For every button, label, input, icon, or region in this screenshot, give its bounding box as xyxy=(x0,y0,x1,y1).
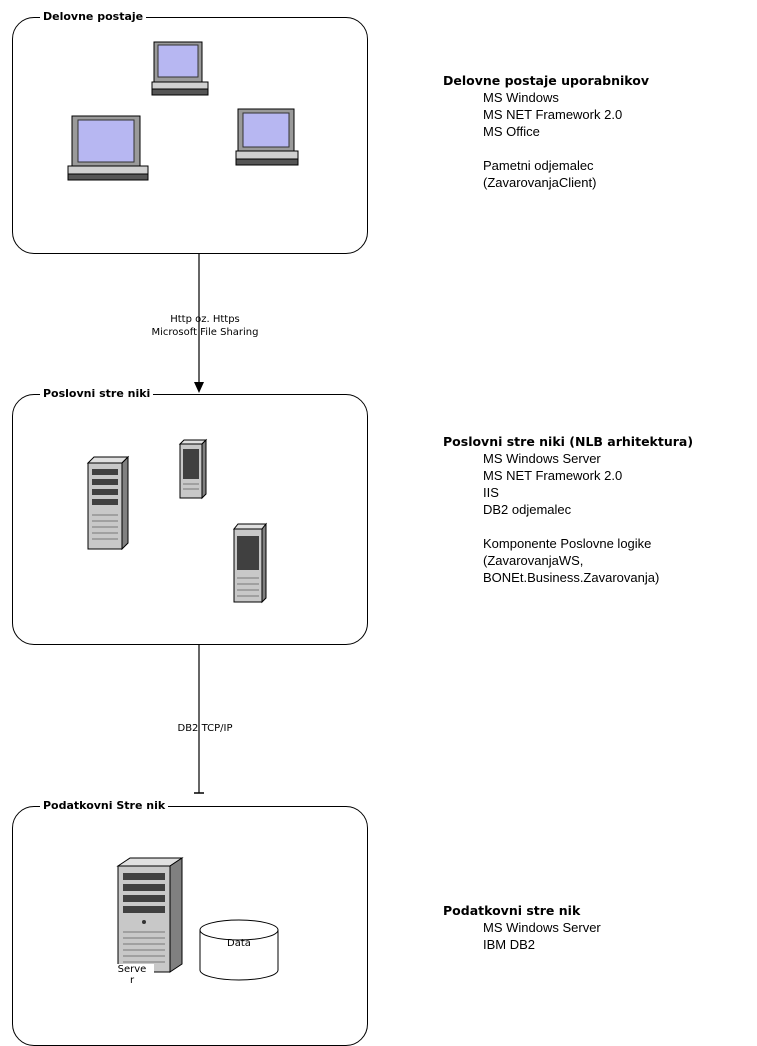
info-item: MS Office xyxy=(483,124,540,139)
info-heading: Poslovni stre niki (NLB arhitektura) xyxy=(443,434,694,449)
tier-workstations xyxy=(12,17,368,254)
info-item: IBM DB2 xyxy=(483,937,536,952)
info-heading: Delovne postaje uporabnikov xyxy=(443,73,649,88)
connection-label-db2: DB2 TCP/IP xyxy=(150,722,260,735)
tier-workstations-title: Delovne postaje xyxy=(40,10,147,23)
connection-line: DB2 TCP/IP xyxy=(177,723,233,734)
connection-line: Http oz. Https xyxy=(170,314,240,325)
info-item: MS Windows Server xyxy=(483,920,601,935)
info-item: IIS xyxy=(483,485,499,500)
info-item: MS NET Framework 2.0 xyxy=(483,468,623,483)
info-business-servers: Poslovni stre niki (NLB arhitektura) MS … xyxy=(443,433,693,586)
server-label: Serve r xyxy=(110,964,154,986)
workstation-icon xyxy=(67,115,149,181)
info-item: Komponente Poslovne logike xyxy=(483,536,652,551)
info-item: DB2 odjemalec xyxy=(483,502,572,517)
info-workstations: Delovne postaje uporabnikov MS Windows M… xyxy=(443,72,649,191)
info-item: MS Windows Server xyxy=(483,451,601,466)
database-icon xyxy=(199,919,279,981)
info-item: (ZavarovanjaWS, xyxy=(483,553,584,568)
tier-business-servers xyxy=(12,394,368,645)
info-item: MS Windows xyxy=(483,90,559,105)
database-label: Data xyxy=(227,938,251,949)
workstation-icon xyxy=(235,108,299,166)
tier-data-server-title: Podatkovni Stre nik xyxy=(40,799,169,812)
server-icon xyxy=(232,522,268,604)
server-icon xyxy=(116,857,184,973)
info-item: MS NET Framework 2.0 xyxy=(483,107,623,122)
server-icon xyxy=(178,438,208,500)
server-icon xyxy=(86,455,130,550)
info-data-server: Podatkovni stre nik MS Windows Server IB… xyxy=(443,902,601,953)
tier-data-server xyxy=(12,806,368,1046)
info-item: BONEt.Business.Zavarovanja) xyxy=(483,570,660,585)
tier-business-servers-title: Poslovni stre niki xyxy=(40,387,154,400)
connection-label-http: Http oz. Https Microsoft File Sharing xyxy=(140,313,270,339)
info-heading: Podatkovni stre nik xyxy=(443,903,581,918)
info-item: (ZavarovanjaClient) xyxy=(483,175,597,190)
info-item: Pametni odjemalec xyxy=(483,158,594,173)
workstation-icon xyxy=(151,41,209,96)
connection-line: Microsoft File Sharing xyxy=(151,327,259,338)
